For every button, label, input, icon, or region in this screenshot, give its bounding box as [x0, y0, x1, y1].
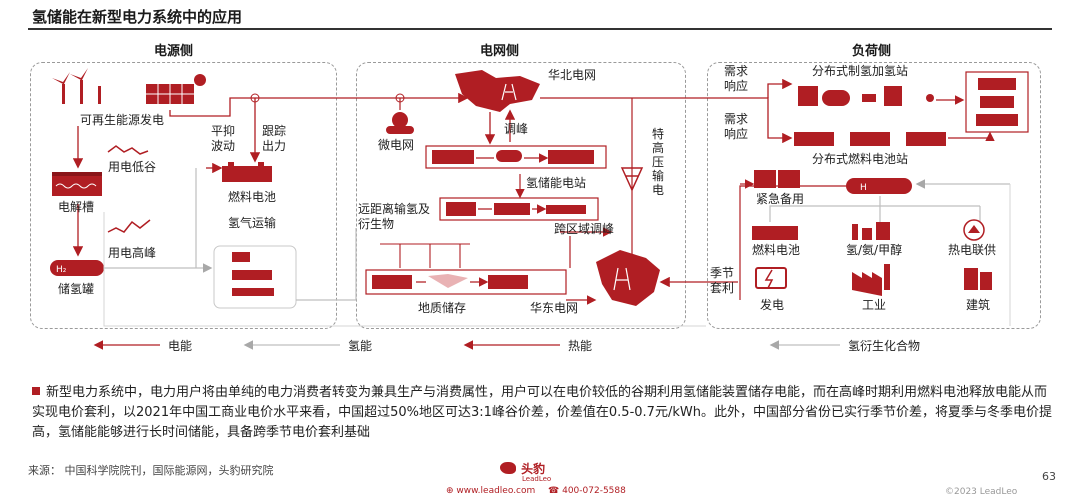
- load-side-region: [707, 62, 1041, 329]
- vehicle-icons: [976, 78, 1018, 126]
- brand-en: LeadLeo: [522, 475, 552, 483]
- solar-panel-icon: [146, 74, 206, 104]
- h2-station-icons: [798, 86, 934, 106]
- east-grid-map-icon: [596, 250, 660, 306]
- pipeline-truck-ship-icons: [446, 202, 586, 216]
- h2-transport-label: 氢气运输: [228, 216, 277, 230]
- low-valley-label: 用电低谷: [108, 160, 157, 174]
- chemicals-icon: [852, 222, 890, 240]
- long-distance-label: 远距离输氢及衍生物: [358, 202, 431, 231]
- grid-side-region: [356, 62, 686, 329]
- website-text: www.leadleo.com: [456, 486, 536, 496]
- demand-response-2-label: 需求响应: [724, 112, 749, 141]
- uhv-label: 特高压输电: [652, 127, 665, 197]
- storage-station-label: 氢储能电站: [526, 176, 587, 190]
- geo-storage-label: 地质储存: [418, 301, 467, 315]
- geo-storage-icons: [372, 274, 528, 289]
- microgrid-icon: [386, 112, 414, 134]
- power-gen-label: 发电: [760, 298, 785, 312]
- smooth-label: 平抑波动: [211, 124, 236, 153]
- phone-icon: ☎: [548, 486, 560, 496]
- electrolyzer-label: 电解槽: [58, 200, 95, 214]
- storage-station-icons: [432, 150, 594, 164]
- bullet-icon: [32, 387, 40, 395]
- region-label-grid: 电网侧: [480, 44, 520, 59]
- north-grid-label: 华北电网: [548, 68, 597, 82]
- copyright: ©2023 LeadLeo: [945, 487, 1018, 497]
- chp-label: 热电联供: [948, 243, 997, 257]
- phone-text: 400-072-5588: [562, 486, 626, 496]
- fuel-cell-load-label: 燃料电池: [752, 243, 801, 257]
- electrolyzer-icon: [52, 172, 102, 196]
- fc-station-label: 分布式燃料电池站: [812, 152, 909, 166]
- note-text: 新型电力系统中，电力用户将由单纯的电力消费者转变为兼具生产与消费属性，用户可以在…: [32, 385, 1052, 440]
- source-side-region: [30, 62, 337, 329]
- truck-ship-icons: [232, 252, 274, 296]
- renewable-label: 可再生能源发电: [80, 113, 165, 127]
- north-grid-map-icon: [455, 70, 540, 112]
- fuel-cell-icon-load: [752, 226, 798, 240]
- chem-label: 氢/氨/甲醇: [846, 243, 903, 257]
- diagram-graphics: H₂: [50, 68, 1029, 350]
- legend-hydrogen-label: 氢能: [348, 339, 373, 353]
- building-icon: [964, 268, 992, 290]
- east-grid-label: 华东电网: [530, 301, 579, 315]
- wind-turbine-icon: [52, 68, 101, 104]
- demand-response-1-label: 需求响应: [724, 64, 749, 93]
- source-note: 来源： 中国科学院院刊，国际能源网，头豹研究院: [28, 464, 274, 477]
- power-gen-icon: [755, 267, 787, 289]
- fuel-cell-icon-source: [222, 162, 272, 182]
- chp-icon: [963, 219, 985, 241]
- high-peak-label: 用电高峰: [108, 246, 157, 260]
- industry-label: 工业: [862, 298, 887, 312]
- tank-label: 储氢罐: [58, 282, 95, 296]
- explanatory-note: 新型电力系统中，电力用户将由单纯的电力消费者转变为兼具生产与消费属性，用户可以在…: [32, 383, 1052, 443]
- track-label: 跟踪出力: [262, 124, 287, 153]
- seasonal-label: 季节套利: [710, 266, 735, 295]
- building-label: 建筑: [966, 298, 991, 312]
- title-rule: [28, 28, 1052, 30]
- brand-name: 头豹: [521, 462, 546, 476]
- fc-station-icons: [794, 132, 946, 146]
- region-label-load: 负荷侧: [852, 44, 892, 59]
- svg-text:H₂: H₂: [56, 265, 67, 275]
- microgrid-label: 微电网: [378, 138, 415, 152]
- legend-electric-label: 电能: [168, 339, 193, 353]
- page-title: 氢储能在新型电力系统中的应用: [32, 8, 243, 26]
- high-peak-trend-icon: [107, 219, 151, 233]
- cross-region-label: 跨区域调峰: [554, 222, 615, 236]
- footer-phone: ☎ 400-072-5588: [548, 486, 626, 496]
- emergency-label: 紧急备用: [756, 192, 805, 206]
- hydrogen-tank-icon: H₂: [50, 260, 104, 276]
- legend-heat-label: 热能: [568, 339, 593, 353]
- peak-shave-label: 调峰: [504, 122, 529, 136]
- h2-station-label: 分布式制氢加氢站: [812, 64, 909, 78]
- globe-icon: ⊕: [446, 486, 454, 496]
- industry-icon: [852, 264, 890, 296]
- footer-website[interactable]: ⊕ www.leadleo.com: [446, 486, 535, 496]
- emergency-icon: [754, 170, 800, 188]
- page-number: 63: [1042, 470, 1056, 483]
- load-tank-icon: H: [846, 178, 912, 194]
- fuel-cell-source-label: 燃料电池: [228, 190, 277, 204]
- low-valley-trend-icon: [107, 145, 149, 155]
- footer-logo: 头豹 LeadLeo: [500, 458, 551, 483]
- svg-text:H: H: [860, 183, 867, 193]
- legend-derivative-label: 氢衍生化合物: [848, 339, 921, 353]
- leopard-logo-icon: [500, 462, 516, 474]
- region-label-source: 电源侧: [154, 44, 194, 59]
